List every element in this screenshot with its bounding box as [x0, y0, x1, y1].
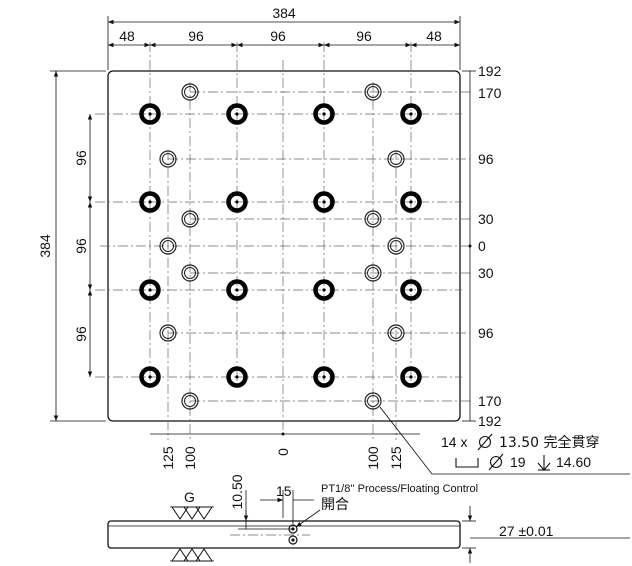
side-view: G 10.50 15 PT1/8'' Process/Floating Cont… — [107, 474, 630, 563]
counterbore-hole — [387, 150, 405, 168]
side-plate-outline — [107, 520, 461, 549]
counterbore-icon — [455, 458, 479, 468]
through-hole — [226, 279, 248, 301]
counterbore-hole — [181, 210, 199, 228]
surface-symbol-label: G — [184, 489, 195, 505]
port-note: PT1/8'' Process/Floating Control — [321, 483, 478, 495]
counterbore-hole — [159, 150, 177, 168]
through-hole — [139, 366, 161, 388]
dim-top-pitch: 96 — [356, 28, 372, 44]
dim-right-ordinate: 96 — [478, 325, 494, 341]
dim-right-ordinate: 0 — [478, 238, 486, 254]
through-hole — [313, 366, 335, 388]
dim-port-offset: 15 — [276, 483, 292, 499]
dim-right-ordinate: 192 — [478, 413, 502, 429]
callout-counterbore-depth: 14.60 — [556, 454, 591, 470]
counterbore-hole — [181, 392, 199, 410]
through-hole — [226, 366, 248, 388]
through-hole — [139, 279, 161, 301]
through-hole — [139, 103, 161, 125]
counterbore-hole — [364, 392, 382, 410]
diameter-icon — [477, 433, 493, 451]
counterbore-holes — [159, 83, 405, 410]
dim-bottom-ordinate: 0 — [275, 448, 291, 456]
dim-right-ordinate: 96 — [478, 151, 494, 167]
dim-bottom-ordinate: 100 — [182, 446, 198, 470]
through-hole — [226, 191, 248, 213]
depth-icon — [537, 455, 551, 471]
counterbore-hole — [159, 324, 177, 342]
through-holes — [139, 103, 422, 388]
counterbore-hole — [364, 264, 382, 282]
dim-bottom-ordinate: 100 — [365, 446, 381, 470]
dim-right-ordinate: 170 — [478, 393, 502, 409]
dim-port-height: 10.50 — [229, 474, 245, 509]
dim-overall-height: 384 — [37, 234, 53, 258]
port-note-secondary: 開合 — [321, 497, 349, 513]
dim-right-ordinate: 170 — [478, 85, 502, 101]
right-dimensions: 192 170 96 30 0 30 96 170 192 — [462, 63, 502, 429]
through-hole — [400, 103, 422, 125]
through-hole — [400, 191, 422, 213]
hole-callout: 14 x 13.50 完全貫穿 19 14.60 — [379, 406, 630, 475]
through-hole — [313, 191, 335, 213]
left-dimensions: 384 96 96 96 — [37, 70, 106, 422]
callout-count: 14 x — [441, 434, 467, 450]
dim-top-pitch: 48 — [119, 28, 135, 44]
counterbore-hole — [387, 237, 405, 255]
center-lines — [95, 42, 470, 440]
dim-bottom-ordinate: 125 — [160, 446, 176, 470]
through-hole — [400, 366, 422, 388]
dim-left-pitch: 96 — [73, 150, 89, 166]
dim-right-ordinate: 30 — [478, 211, 494, 227]
dim-top-pitch: 48 — [426, 28, 442, 44]
through-hole — [313, 279, 335, 301]
counterbore-hole — [181, 83, 199, 101]
through-hole — [226, 103, 248, 125]
dim-right-ordinate: 30 — [478, 265, 494, 281]
top-dimensions: 384 48 96 96 96 48 — [107, 5, 461, 70]
dim-top-pitch: 96 — [188, 28, 204, 44]
callout-counterbore-diameter: 19 — [510, 454, 526, 470]
through-hole — [313, 103, 335, 125]
counterbore-hole — [181, 264, 199, 282]
dim-top-pitch: 96 — [270, 28, 286, 44]
through-hole — [139, 191, 161, 213]
callout-through-hole: 13.50 完全貫穿 — [499, 434, 600, 451]
counterbore-hole — [387, 324, 405, 342]
bottom-dimensions: 125 100 0 100 125 — [150, 432, 420, 470]
dim-overall-width: 384 — [272, 5, 296, 21]
counterbore-hole — [364, 210, 382, 228]
surface-finish-icon — [170, 506, 214, 562]
counterbore-hole — [159, 237, 177, 255]
dim-thickness: 27 ±0.01 — [499, 523, 554, 539]
counterbore-hole — [364, 83, 382, 101]
dim-right-ordinate: 192 — [478, 63, 502, 79]
diameter-icon — [488, 453, 504, 471]
dim-left-pitch: 96 — [73, 326, 89, 342]
dim-bottom-ordinate: 125 — [388, 446, 404, 470]
through-hole — [400, 279, 422, 301]
dim-left-pitch: 96 — [73, 238, 89, 254]
